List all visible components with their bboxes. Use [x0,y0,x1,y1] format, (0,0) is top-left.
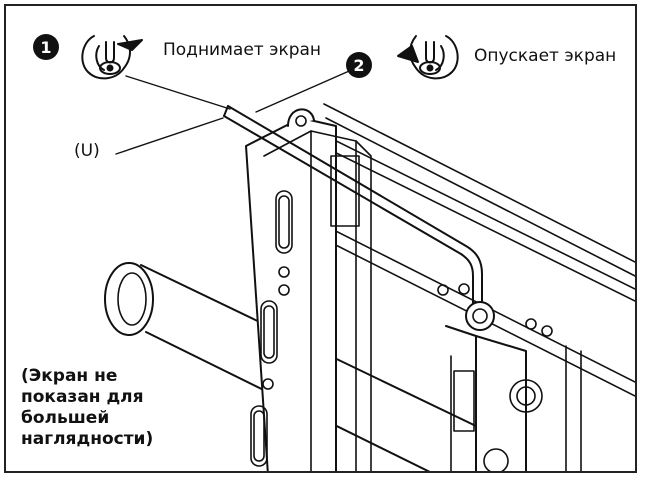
tilt-mechanism [437,283,582,471]
leader-line-step2 [255,67,357,113]
step1-badge: 1 [33,34,59,60]
vertical-bracket-plate [245,108,337,471]
leader-line-step1 [125,75,231,110]
rotate-counterclockwise-icon [397,35,459,80]
step2-label: Опускает экран [474,46,617,66]
frame-arm [310,130,372,471]
diagram-frame: 1 Поднимает экран 2 Опускает экран (U) (… [4,4,637,473]
note-text: (Экран не показан для большей наглядност… [18,366,157,450]
step1-label: Поднимает экран [163,40,322,60]
bracket-illustration [81,35,635,471]
callout-leader [115,117,224,155]
callout-label: (U) [74,141,100,161]
rotate-clockwise-icon [81,35,143,80]
step2-badge: 2 [346,52,372,78]
